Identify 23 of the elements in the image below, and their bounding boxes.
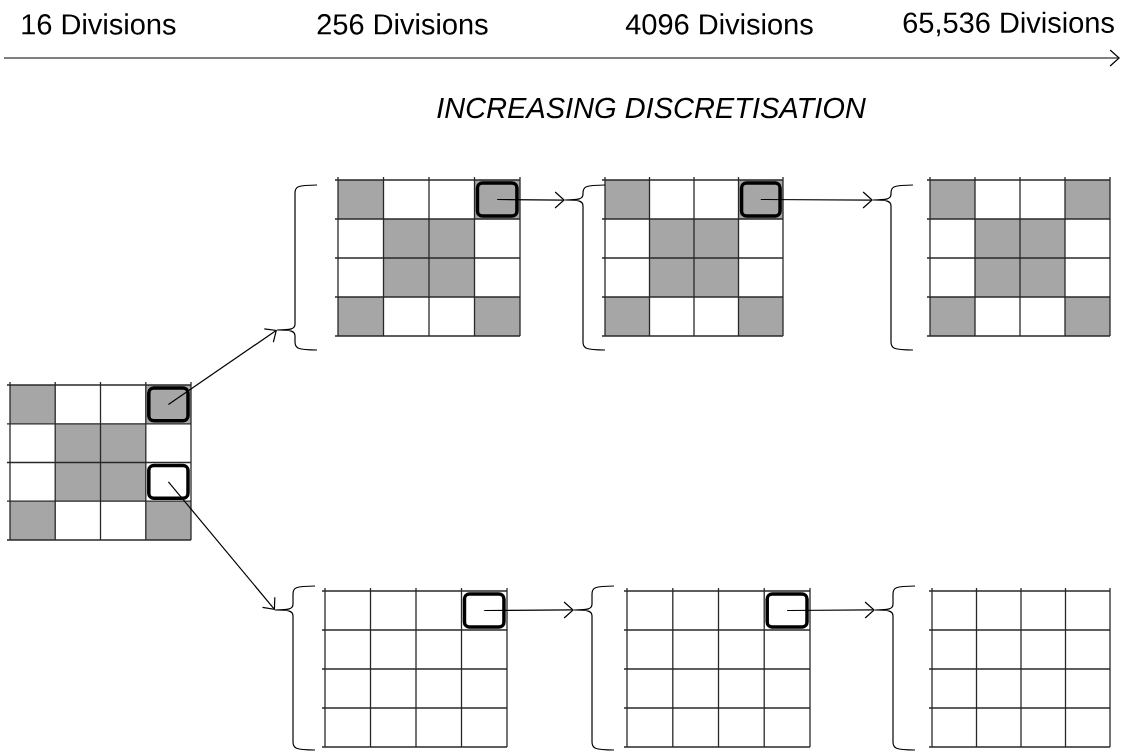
axis-label: 256 Divisions (317, 13, 488, 35)
highlighted-cell (765, 592, 809, 629)
arrow (167, 328, 277, 405)
highlighted-cell (475, 181, 519, 218)
grid-drawing (872, 176, 1111, 351)
arrow (167, 481, 276, 610)
arrow (760, 191, 873, 209)
highlighted-cell (739, 181, 782, 218)
axis-label: 65,536 Divisions (903, 11, 1114, 37)
axis-title: INCREASING DISCRETISATION (437, 97, 866, 119)
axis-label: 4096 Divisions (625, 13, 813, 35)
arrow (786, 601, 875, 619)
highlighted-cell (147, 463, 190, 501)
highlighted-cell (147, 386, 190, 423)
grid-drawing (564, 176, 784, 351)
grid-drawing (573, 585, 811, 751)
axis-label: 16 Divisions (22, 13, 176, 35)
arrow (496, 191, 565, 209)
grid-drawing (274, 585, 508, 751)
grid-drawing (276, 176, 521, 351)
arrow (483, 601, 574, 619)
grid-drawing (874, 585, 1111, 751)
highlighted-cell (462, 592, 506, 629)
